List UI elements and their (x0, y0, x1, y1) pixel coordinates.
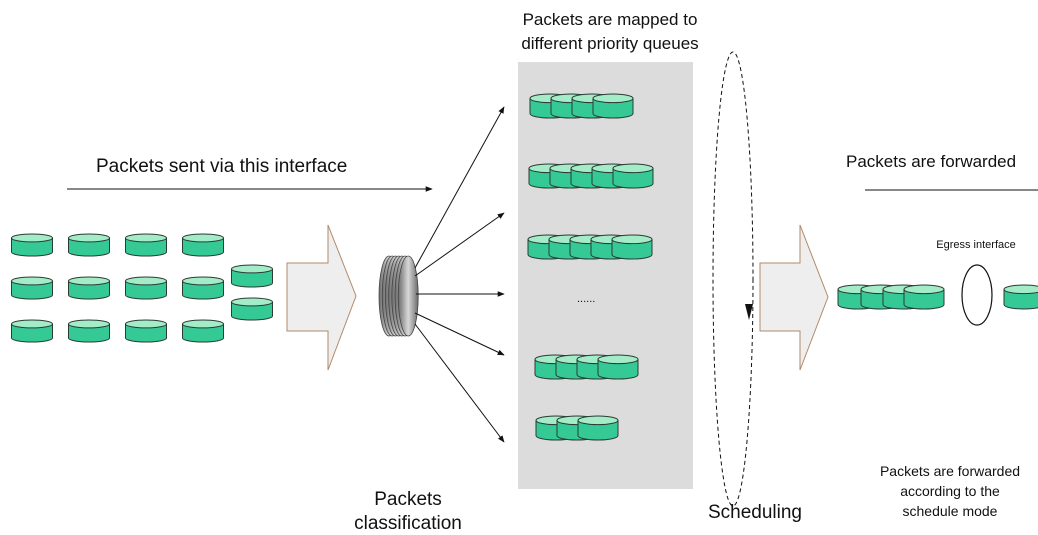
scheduling-arrow-head (745, 304, 753, 320)
packet (612, 163, 654, 189)
classification-arrow (414, 212, 505, 277)
packet (125, 233, 167, 257)
classification-arrow (414, 312, 505, 356)
packet (68, 319, 110, 343)
packet (125, 319, 167, 343)
classification-label-line1: Packets (374, 489, 442, 510)
packet (611, 234, 653, 260)
scheduling-label: Scheduling (708, 502, 802, 523)
egress-interface-icon (961, 264, 993, 326)
packet (182, 319, 224, 343)
forwarded-top-label: Packets are forwarded (846, 152, 1016, 171)
classification-arrow (414, 323, 505, 443)
classification-label-line2: classification (354, 513, 462, 534)
packet (182, 233, 224, 257)
packet (577, 415, 619, 441)
packet (1003, 284, 1038, 310)
mapped-label-line1: Packets are mapped to (523, 10, 698, 29)
packet (903, 284, 945, 310)
packet (592, 93, 634, 119)
forwarded-label-line3: schedule mode (903, 503, 998, 519)
egress-interface-label: Egress interface (936, 239, 1015, 251)
packet (68, 276, 110, 300)
packet (231, 297, 273, 321)
packet (11, 233, 53, 257)
classification-arrow (414, 106, 505, 269)
packet (182, 276, 224, 300)
packet (231, 264, 273, 288)
packet (125, 276, 167, 300)
egress-block-arrow (759, 224, 829, 371)
sent-via-interface-label: Packets sent via this interface (96, 156, 347, 177)
forwarded-label-line1: Packets are forwarded (880, 463, 1020, 479)
packet (68, 233, 110, 257)
classification-arrows (414, 106, 505, 443)
classifier-icon (378, 255, 419, 337)
queue-ellipsis: ...... (577, 293, 595, 305)
scheduling-loop (712, 51, 754, 507)
incoming-packets (11, 233, 273, 343)
mapped-label-line2: different priority queues (521, 34, 698, 53)
packet (597, 354, 639, 380)
priority-queues (527, 93, 654, 441)
forwarded-label-line2: according to the (900, 483, 1000, 499)
packet (11, 276, 53, 300)
ingress-block-arrow (286, 224, 357, 371)
packet (11, 319, 53, 343)
outgoing-packets (837, 284, 1038, 310)
